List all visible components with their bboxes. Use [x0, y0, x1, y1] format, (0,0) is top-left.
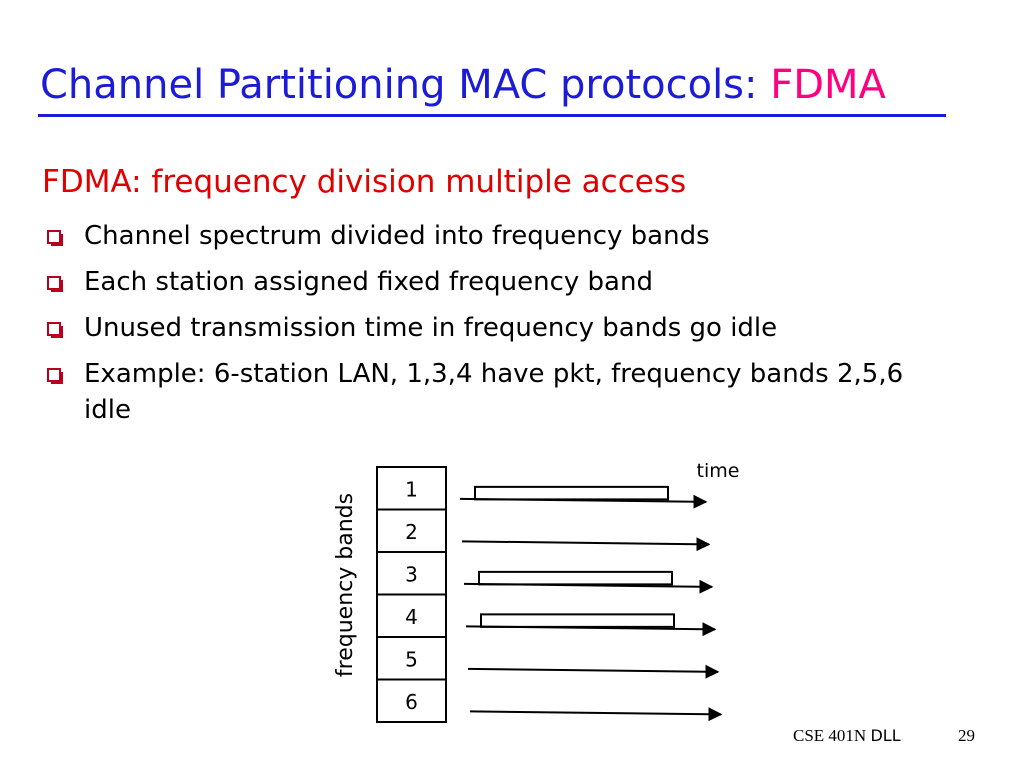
packet-block — [478, 570, 673, 586]
bullet-item: Unused transmission time in frequency ba… — [44, 310, 944, 346]
bullet-text: Example: 6-station LAN, 1,3,4 have pkt, … — [84, 359, 904, 425]
footer-topic: DLL — [870, 726, 901, 745]
page-number: 29 — [958, 726, 975, 745]
bullet-list: Channel spectrum divided into frequency … — [44, 218, 944, 438]
band-rows — [459, 485, 723, 722]
band-label: 5 — [405, 647, 418, 671]
band-label: 1 — [405, 477, 418, 501]
square-bullet-icon — [47, 276, 63, 292]
subtitle: FDMA: frequency division multiple access — [42, 164, 687, 200]
bullet-item: Each station assigned fixed frequency ba… — [44, 264, 944, 300]
band-label: 6 — [405, 690, 418, 714]
band-label: 4 — [405, 605, 418, 629]
title-main: Channel Partitioning MAC protocols: — [40, 62, 771, 108]
footer-course-text: CSE 401N — [793, 726, 871, 745]
time-label: time — [697, 460, 740, 482]
square-bullet-icon — [47, 322, 63, 338]
packet-block — [474, 485, 669, 501]
frequency-bands-label: frequency bands — [333, 493, 358, 677]
band-label: 3 — [405, 562, 418, 586]
time-arrow — [467, 664, 720, 679]
title-highlight: FDMA — [770, 62, 886, 108]
slide-title: Channel Partitioning MAC protocols: FDMA — [40, 62, 886, 108]
title-underline — [38, 114, 946, 117]
band-cell — [376, 678, 447, 723]
square-bullet-icon — [47, 230, 63, 246]
time-arrow — [461, 537, 711, 552]
footer-course: CSE 401N DLL — [793, 726, 901, 746]
band-stack: 1 2 3 4 5 6 — [376, 466, 447, 723]
bullet-item: Channel spectrum divided into frequency … — [44, 218, 944, 254]
square-bullet-icon — [47, 368, 63, 384]
bullet-item: Example: 6-station LAN, 1,3,4 have pkt, … — [44, 356, 944, 428]
bullet-text: Each station assigned fixed frequency ba… — [84, 267, 653, 297]
packet-block — [480, 613, 675, 628]
bullet-text: Channel spectrum divided into frequency … — [84, 221, 710, 251]
time-arrow — [469, 707, 723, 722]
band-label: 2 — [405, 520, 418, 544]
bullet-text: Unused transmission time in frequency ba… — [84, 313, 778, 343]
